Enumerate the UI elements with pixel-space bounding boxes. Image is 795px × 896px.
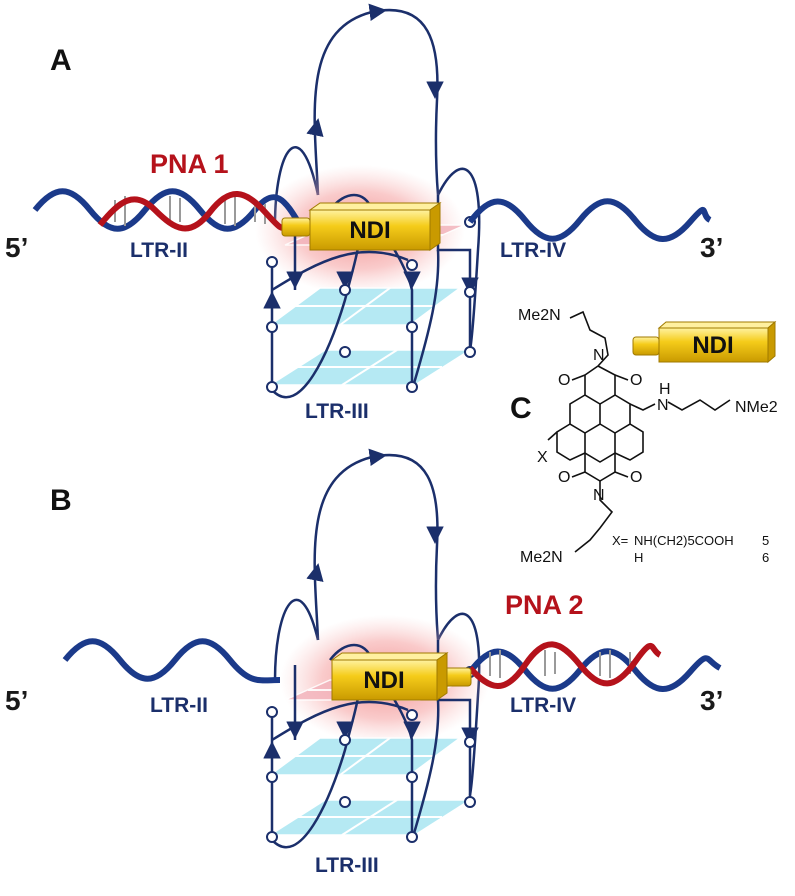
top-loop: [313, 453, 440, 641]
panel-c-structure: C NDI: [510, 307, 778, 566]
legend-n6: 6: [762, 550, 769, 565]
g-tetrad: [267, 799, 473, 836]
nme2-side: NMe2: [735, 399, 778, 416]
legend-x-prefix: X=: [612, 533, 628, 548]
loop-arrow: [306, 118, 324, 138]
three-prime-label: 3’: [700, 685, 723, 716]
atom-n-bottom: N: [593, 487, 605, 504]
atom-x: X: [537, 449, 548, 466]
strand: [410, 699, 440, 841]
atom-o: O: [630, 469, 642, 486]
nme2-bottom: Me2N: [520, 549, 563, 566]
pna-rungs: [489, 650, 631, 678]
ltr-ii-label: LTR-II: [150, 694, 208, 717]
three-prime-label: 3’: [700, 232, 723, 263]
g-tetrad: [267, 349, 473, 386]
atom-nh-n: N: [657, 397, 669, 414]
panel-c-letter: C: [510, 392, 532, 425]
dna-strand-right: [467, 198, 712, 242]
substituent-legend: X= NH(CH2)5COOH 5 H 6: [612, 533, 769, 565]
loop-arrow: [306, 563, 324, 583]
atom-o: O: [558, 372, 570, 389]
ndi-label: NDI: [363, 667, 404, 694]
legend-r5: NH(CH2)5COOH: [634, 533, 734, 548]
atom-o: O: [630, 372, 642, 389]
panel-a-letter: A: [50, 44, 72, 77]
top-loop: [313, 8, 440, 196]
pna-strand: [467, 641, 662, 689]
atom-n-top: N: [593, 347, 605, 364]
legend-r6: H: [634, 550, 643, 565]
frame-loop: [273, 598, 320, 681]
ndi-block: NDI: [330, 652, 472, 701]
dna-strand-left: [62, 638, 281, 684]
ltr-iv-label: LTR-IV: [510, 694, 576, 717]
guanine-nodes: [266, 666, 476, 843]
ltr-iv-label: LTR-IV: [500, 239, 566, 262]
pna-label: PNA 1: [150, 149, 229, 179]
pna-strand: [97, 191, 296, 232]
molecule-bonds: [547, 310, 731, 553]
ndi-label: NDI: [349, 217, 390, 244]
five-prime-label: 5’: [5, 685, 28, 716]
five-prime-label: 5’: [5, 232, 28, 263]
ltr-iii-label: LTR-III: [315, 854, 379, 877]
legend-n5: 5: [762, 533, 769, 548]
loop-arrow: [368, 3, 387, 21]
ndi-label: NDI: [692, 332, 733, 359]
ndi-block: NDI: [281, 202, 442, 251]
dna-strand-right: [467, 648, 722, 692]
ndi-icon: NDI: [632, 320, 777, 364]
atom-o: O: [558, 469, 570, 486]
pna-label: PNA 2: [505, 590, 584, 620]
panel-b-letter: B: [50, 484, 72, 517]
ltr-ii-label: LTR-II: [130, 239, 188, 262]
panel-a: A: [5, 3, 723, 423]
frame-loop: [436, 167, 481, 351]
strand: [410, 249, 440, 391]
nme2-top: Me2N: [518, 307, 561, 324]
panel-b: B: [5, 448, 723, 877]
atom-nh-h: H: [659, 381, 671, 398]
loop-arrow: [368, 448, 387, 466]
molecule-atoms: Me2N N O O N H NMe2 X O O N Me2N: [518, 307, 778, 566]
ltr-iii-label: LTR-III: [305, 400, 369, 423]
